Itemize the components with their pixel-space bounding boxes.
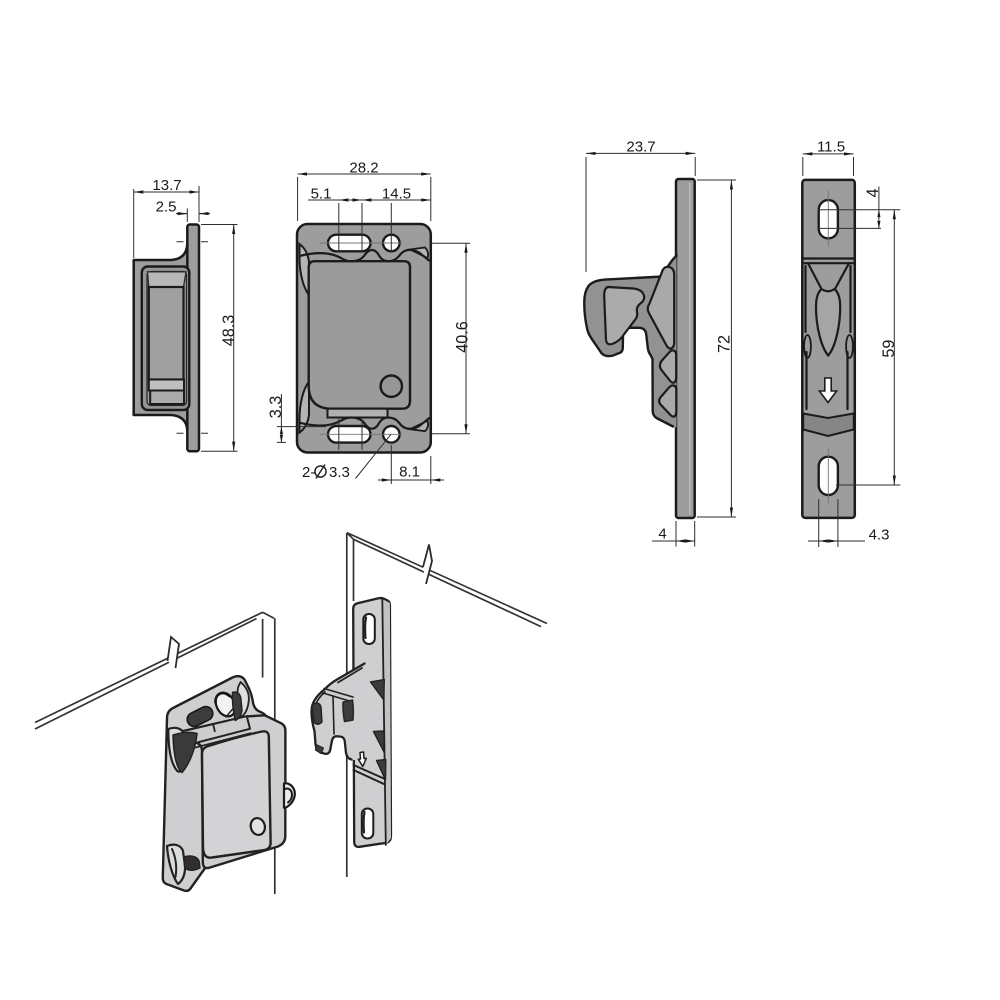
svg-text:14.5: 14.5 [382, 186, 411, 203]
svg-text:8.1: 8.1 [399, 464, 420, 481]
svg-text:4.3: 4.3 [869, 527, 890, 544]
svg-text:2.5: 2.5 [156, 199, 177, 216]
svg-text:5.1: 5.1 [311, 186, 332, 203]
svg-text:28.2: 28.2 [349, 160, 378, 177]
svg-text:40.6: 40.6 [454, 321, 472, 353]
svg-text:23.7: 23.7 [626, 139, 655, 156]
svg-text:72: 72 [716, 335, 734, 353]
svg-text:13.7: 13.7 [152, 177, 181, 194]
svg-text:4: 4 [864, 188, 882, 197]
svg-text:2-: 2- [302, 464, 315, 481]
svg-text:11.5: 11.5 [817, 139, 845, 156]
svg-text:3.3: 3.3 [329, 464, 350, 481]
svg-text:59: 59 [880, 340, 898, 358]
svg-text:4: 4 [658, 526, 666, 543]
svg-text:3.3: 3.3 [267, 396, 285, 419]
svg-text:48.3: 48.3 [220, 315, 238, 347]
